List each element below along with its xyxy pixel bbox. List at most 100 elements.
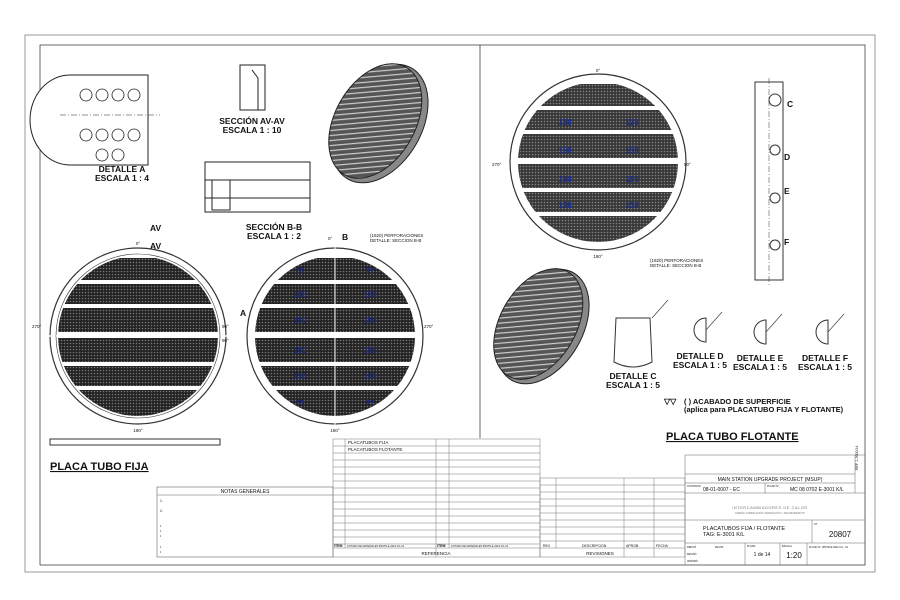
row-count: 150 bbox=[625, 175, 639, 184]
angle-right: 90° bbox=[222, 324, 229, 329]
reference-footer: REFERENCIA bbox=[421, 551, 450, 556]
row-count: 150 bbox=[558, 146, 572, 155]
section-bb-view: SECCIÓN B-B ESCALA 1 : 2 bbox=[204, 161, 311, 241]
marker-a: A bbox=[240, 308, 246, 318]
detail-f-scale: ESCALA 1 : 5 bbox=[798, 362, 852, 372]
contract-number: 08-01-0007 - EC bbox=[703, 487, 740, 493]
note-item: • bbox=[160, 529, 162, 533]
plan-number: MC 08 0702 E-3001 K/L bbox=[790, 487, 844, 493]
reference-row: PLACATUBOS FIJA bbox=[348, 440, 388, 445]
checked-label: REVISÓ bbox=[687, 553, 697, 556]
section-bb-label: SECCIÓN B-B bbox=[246, 221, 302, 232]
perforations-note-detail: DETALLE: SECCION B-B bbox=[370, 238, 421, 243]
drawing-frame bbox=[39, 44, 866, 566]
plan-label: PLANO Nº bbox=[767, 484, 779, 488]
fixed-plate-front-view: 0° 180° 270° 90° AV AV bbox=[32, 223, 232, 446]
angle-top: 0° bbox=[328, 236, 333, 241]
angle-bottom: 180° bbox=[330, 428, 340, 433]
angle-bottom: 180° bbox=[133, 428, 143, 433]
item-col-label: ITEM bbox=[437, 544, 445, 548]
perforations-note: (1920) PERFORACIONES bbox=[370, 233, 423, 238]
detail-a-view: DETALLE A ESCALA 1 : 4 bbox=[29, 74, 160, 183]
detail-c-view: DETALLE C ESCALA 1 : 5 bbox=[606, 299, 669, 390]
general-notes-table: NOTAS GENERALES 1. 2. • • • • • bbox=[156, 486, 334, 558]
marker-f: F bbox=[784, 237, 789, 247]
section-av-scale: ESCALA 1 : 10 bbox=[223, 125, 282, 135]
row-count: 138 bbox=[558, 201, 572, 210]
row-count: 150 bbox=[293, 316, 307, 325]
drawing-description: PLACATUBOS FIJA / FLOTANTE bbox=[703, 526, 785, 532]
row-count: 150 bbox=[558, 175, 572, 184]
surface-finish-scope: (aplica para PLACATUBO FIJA Y FLOTANTE) bbox=[684, 405, 844, 414]
fixed-plate-numbered-view: 77 77 138 138 150 150 150 150 138 138 77… bbox=[222, 232, 434, 433]
marker-av: AV bbox=[150, 223, 162, 233]
row-count: 138 bbox=[558, 118, 572, 127]
marker-e: E bbox=[784, 186, 790, 196]
perforations-note-detail: DETALLE: SECCION B-B bbox=[650, 263, 701, 268]
approved-label: APROBÓ bbox=[687, 560, 698, 563]
date-label: FECHA bbox=[715, 546, 724, 549]
note-item: 1. bbox=[160, 499, 163, 503]
desc-col-label: DESCRIPCION bbox=[582, 544, 607, 548]
project-name: MAIN STATION UPGRADE PROJECT (MSUP) bbox=[718, 477, 823, 483]
sheet-label: PLANO bbox=[747, 545, 756, 548]
row-count: 150 bbox=[363, 346, 377, 355]
angle-left: 270° bbox=[492, 162, 502, 167]
marker-b: B bbox=[342, 232, 348, 242]
sheet-number: 1 de 14 bbox=[754, 552, 771, 558]
marker-d: D bbox=[784, 152, 790, 162]
note-item: • bbox=[160, 550, 162, 554]
reference-table bbox=[332, 438, 541, 558]
ot-number: 20807 bbox=[829, 530, 852, 539]
floating-plate-front-view: 138 138 150 150 150 150 138 138 0° 180° … bbox=[492, 68, 703, 268]
materials-list-label: LISTADO DE MATERIALES 08/STD-E-3001 K/L-… bbox=[347, 545, 405, 548]
detail-d-view: DETALLE D ESCALA 1 : 5 bbox=[673, 311, 727, 370]
row-count: 138 bbox=[363, 290, 377, 299]
note-item: 2. bbox=[160, 509, 163, 513]
fixed-plate-title: PLACA TUBO FIJA bbox=[50, 461, 149, 473]
row-count: 150 bbox=[363, 316, 377, 325]
materials-list-label: LISTADO DE MATERIALES 08/STD-E-3001 K/L-… bbox=[451, 545, 509, 548]
detail-a-scale: ESCALA 1 : 4 bbox=[95, 173, 149, 183]
item-col-label: ITEM bbox=[334, 544, 342, 548]
drawing-tag: TAG: E-3001 K/L bbox=[703, 532, 744, 538]
note-item: • bbox=[160, 545, 162, 549]
row-count: 138 bbox=[625, 201, 639, 210]
angle-right: 90° bbox=[684, 162, 691, 167]
side-code: REF. 1-3000/14 bbox=[855, 446, 859, 470]
detail-f-label: DETALLE F bbox=[802, 353, 848, 363]
note-item: • bbox=[160, 534, 162, 538]
row-count: 138 bbox=[293, 372, 307, 381]
angle-left: 270° bbox=[32, 324, 42, 329]
row-count: 77 bbox=[296, 267, 305, 276]
company-name: INTERCAMBIADORES DE CALOR bbox=[732, 505, 808, 510]
detail-e-view: DETALLE E ESCALA 1 : 5 bbox=[733, 313, 787, 372]
detail-d-scale: ESCALA 1 : 5 bbox=[673, 360, 727, 370]
row-count: 138 bbox=[625, 118, 639, 127]
angle-top: 0° bbox=[596, 68, 601, 73]
rev-col-label: REV bbox=[543, 544, 551, 548]
floating-plate-isometric bbox=[493, 268, 590, 385]
marker-av-2: AV bbox=[150, 241, 162, 251]
scale-label: ESCALA bbox=[782, 545, 792, 548]
approved-col-label: APROB. bbox=[626, 544, 639, 548]
revisions-footer: REVISIONES bbox=[586, 551, 614, 556]
ot-label: OT bbox=[814, 523, 818, 526]
date-col-label: FECHA bbox=[656, 544, 669, 548]
detail-c-label: DETALLE C bbox=[609, 371, 656, 381]
surface-finish-note: ( ) ACABADO DE SUPERFICIE bbox=[684, 397, 791, 406]
row-count: 138 bbox=[293, 290, 307, 299]
drawn-label: DIBUJÓ bbox=[687, 546, 696, 549]
detail-e-label: DETALLE E bbox=[737, 353, 784, 363]
row-count: 138 bbox=[363, 372, 377, 381]
floating-plate-title: PLACA TUBO FLOTANTE bbox=[666, 431, 799, 443]
angle-bottom: 180° bbox=[593, 254, 603, 259]
company-tagline: DISEÑO, FABRICACIÓN, REPARACIÓN Y MANTEN… bbox=[735, 512, 805, 515]
section-av-label: SECCIÓN AV-AV bbox=[219, 115, 285, 126]
svg-text:▽▽: ▽▽ bbox=[663, 397, 677, 406]
notes-header: NOTAS GENERALES bbox=[221, 489, 270, 495]
title-block bbox=[684, 454, 866, 566]
floating-plate-side-view: C D E F bbox=[754, 78, 793, 285]
detail-d-label: DETALLE D bbox=[676, 351, 723, 361]
